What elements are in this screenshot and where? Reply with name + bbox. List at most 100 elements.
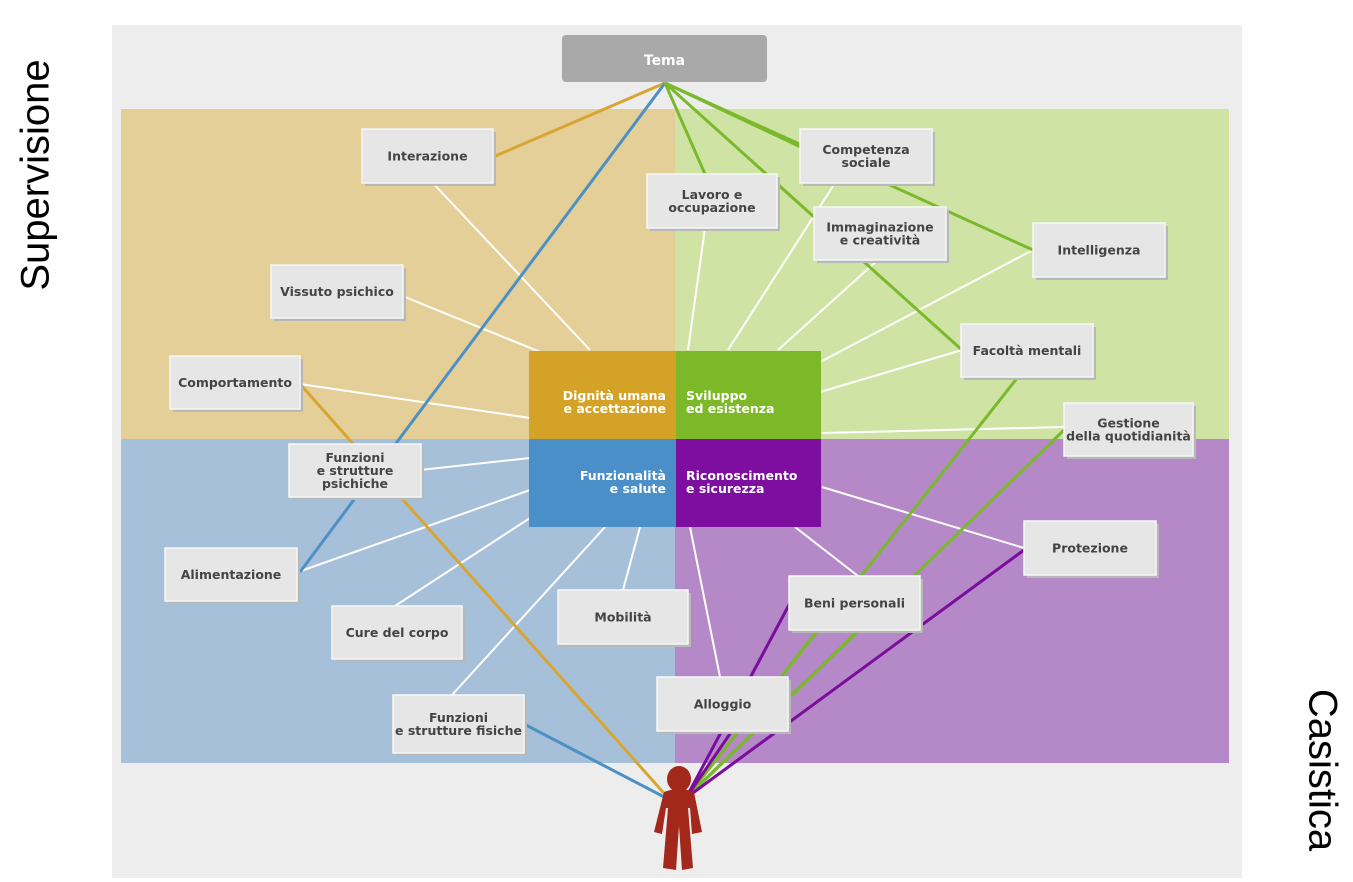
connector-line-4 bbox=[419, 457, 531, 471]
node-box bbox=[960, 323, 1094, 378]
node-box bbox=[164, 547, 298, 602]
node-box bbox=[270, 264, 404, 319]
node-label-immaginazione-line: Immaginazione bbox=[826, 220, 933, 235]
node-label-comportamento-line: Comportamento bbox=[178, 375, 292, 390]
center-label-sviluppo-line: ed esistenza bbox=[686, 401, 774, 416]
node-label-alloggio-line: Alloggio bbox=[694, 697, 752, 712]
connector-line-8 bbox=[451, 526, 606, 696]
node-protezione: Protezione bbox=[1023, 520, 1159, 578]
tema-line-interazione bbox=[492, 81, 666, 159]
connector-line-13 bbox=[819, 349, 963, 393]
node-beni: Beni personali bbox=[788, 575, 923, 633]
tema-label: Tema bbox=[644, 53, 685, 69]
node-box bbox=[361, 128, 494, 184]
node-label-facolta: Facoltà mentali bbox=[973, 343, 1082, 358]
node-box bbox=[1063, 402, 1194, 457]
node-label-competenza-line: sociale bbox=[842, 155, 891, 170]
node-facolta: Facoltà mentali bbox=[960, 323, 1096, 380]
connector-line-6 bbox=[394, 504, 551, 607]
center-label-sviluppo-line: Sviluppo bbox=[686, 388, 748, 403]
node-alimentazione: Alimentazione bbox=[164, 547, 300, 604]
connector-line-9 bbox=[687, 227, 706, 351]
node-label-intelligenza-line: Intelligenza bbox=[1058, 243, 1141, 258]
node-label-funzioni-psichiche-line: e strutture bbox=[317, 463, 394, 478]
node-label-alimentazione-line: Alimentazione bbox=[181, 567, 282, 582]
node-label-comportamento: Comportamento bbox=[178, 375, 292, 390]
node-label-protezione: Protezione bbox=[1052, 541, 1128, 556]
node-box bbox=[646, 173, 778, 229]
center-label-funzionalita-line: e salute bbox=[610, 481, 666, 496]
node-alloggio: Alloggio bbox=[656, 676, 791, 734]
node-label-intelligenza: Intelligenza bbox=[1058, 243, 1141, 258]
node-box bbox=[799, 128, 933, 184]
node-label-beni: Beni personali bbox=[804, 596, 905, 611]
node-label-vissuto-line: Vissuto psichico bbox=[280, 284, 394, 299]
node-box bbox=[392, 694, 525, 754]
node-label-beni-line: Beni personali bbox=[804, 596, 905, 611]
node-label-cure: Cure del corpo bbox=[346, 625, 449, 640]
node-label-alloggio: Alloggio bbox=[694, 697, 752, 712]
connector-line-17 bbox=[689, 526, 721, 678]
center-square-riconoscimento bbox=[676, 439, 821, 527]
connector-line-7 bbox=[622, 526, 641, 591]
tema-node: Tema bbox=[562, 35, 767, 82]
node-label-funzioni-psichiche-line: Funzioni bbox=[325, 450, 384, 465]
center-label-riconoscimento-line: Riconoscimento bbox=[686, 468, 798, 483]
center-label-funzionalita-line: Funzionalità bbox=[580, 468, 666, 483]
node-box bbox=[656, 676, 789, 732]
node-label-lavoro-line: occupazione bbox=[668, 200, 755, 215]
node-label-lavoro-line: Lavoro e bbox=[682, 187, 743, 202]
node-label-competenza-line: Competenza bbox=[822, 142, 909, 157]
center-label-dignita-line: e accettazione bbox=[564, 401, 666, 416]
node-label-facolta-line: Facoltà mentali bbox=[973, 343, 1082, 358]
node-box bbox=[557, 589, 689, 645]
node-label-funzioni-fisiche-line: Funzioni bbox=[429, 710, 488, 725]
connector-line-5 bbox=[297, 489, 531, 573]
node-label-mobilita: Mobilità bbox=[594, 610, 651, 625]
connector-line-12 bbox=[819, 249, 1034, 363]
center-label-dignita-line: Dignità umana bbox=[563, 388, 666, 403]
node-label-mobilita-line: Mobilità bbox=[594, 610, 651, 625]
node-box bbox=[1023, 520, 1157, 576]
connector-line-14 bbox=[821, 426, 1065, 434]
connector-line-2 bbox=[399, 294, 561, 361]
center-label-riconoscimento-line: e sicurezza bbox=[686, 481, 765, 496]
node-label-funzioni-psichiche-line: psichiche bbox=[322, 476, 388, 491]
node-box bbox=[331, 605, 463, 660]
connector-line-1 bbox=[429, 179, 591, 351]
person-figure bbox=[654, 766, 702, 870]
node-label-interazione-line: Interazione bbox=[387, 149, 467, 164]
person-head bbox=[667, 766, 691, 792]
node-label-vissuto: Vissuto psichico bbox=[280, 284, 394, 299]
node-comportamento: Comportamento bbox=[169, 355, 303, 412]
center-square-dignita bbox=[529, 351, 676, 439]
node-label-protezione-line: Protezione bbox=[1052, 541, 1128, 556]
node-interazione: Interazione bbox=[361, 128, 496, 186]
person-line-purple-1 bbox=[685, 548, 1025, 800]
node-box bbox=[1032, 222, 1166, 278]
node-cure: Cure del corpo bbox=[331, 605, 465, 662]
node-box bbox=[169, 355, 301, 410]
node-label-funzioni-fisiche-line: e strutture fisiche bbox=[395, 723, 522, 738]
node-vissuto: Vissuto psichico bbox=[270, 264, 406, 321]
node-mobilita: Mobilità bbox=[557, 589, 691, 647]
node-label-interazione: Interazione bbox=[387, 149, 467, 164]
node-intelligenza: Intelligenza bbox=[1032, 222, 1168, 280]
node-label-alimentazione: Alimentazione bbox=[181, 567, 282, 582]
center-square-sviluppo bbox=[676, 351, 821, 439]
node-label-immaginazione-line: e creatività bbox=[840, 233, 920, 248]
